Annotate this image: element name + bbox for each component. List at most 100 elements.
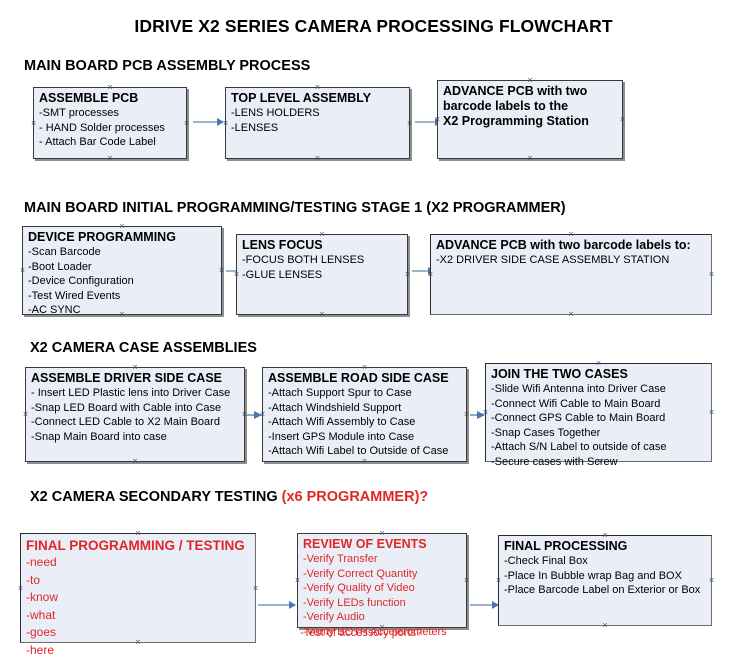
node-line: -Attach Windshield Support [268,401,402,414]
connector-handle-top[interactable] [595,360,602,367]
node-line: -Snap Cases Together [491,426,601,439]
connector-handle-top[interactable] [527,77,534,84]
node-title: ADVANCE PCB with two barcode labels to: [436,238,691,252]
connector-handle-bottom[interactable] [361,458,368,465]
node-join-the-two-cases[interactable]: JOIN THE TWO CASES -Slide Wifi Antenna i… [485,360,715,468]
connector-handle-bottom[interactable] [527,155,534,162]
connector-handle-top[interactable] [568,231,575,238]
page-title: IDRIVE X2 SERIES CAMERA PROCESSING FLOWC… [134,16,613,36]
node-line: -Device Configuration [28,275,134,287]
node-assemble-driver-side-case[interactable]: ASSEMBLE DRIVER SIDE CASE - Insert LED P… [25,367,245,462]
connector-handle-right[interactable] [708,271,715,278]
section-heading-4-red-text: (x6 PROGRAMMER)? [281,489,429,505]
node-line: -SMT processes [39,107,119,119]
connector-handle-left[interactable] [30,120,37,127]
node-line: -Verify Audio [303,611,365,623]
node-title: FINAL PROCESSING [504,539,628,553]
node-line: -LENS HOLDERS [231,107,320,119]
connector-handle-right[interactable] [404,271,411,278]
connector-handle-top[interactable] [135,530,142,537]
connector-handle-bottom[interactable] [107,155,114,162]
connector-handle-bottom[interactable] [314,155,321,162]
connector-handle-right[interactable] [708,577,715,584]
node-line: -here [26,642,55,657]
node-title: JOIN THE TWO CASES [491,367,628,381]
node-title: ASSEMBLE DRIVER SIDE CASE [31,371,223,385]
connector-handle-right[interactable] [708,409,715,416]
node-final-programming-testing[interactable]: FINAL PROGRAMMING / TESTING -need -to -k… [17,530,259,657]
connector-handle-top[interactable] [361,364,368,371]
arrow-road-side-to-join [470,410,485,419]
node-line: -LENSES [231,121,279,134]
node-line: -Verify Transfer [303,553,378,565]
node-line: -Secure cases with Screw [491,455,618,468]
node-line: -Verify Correct Quantity [303,567,418,580]
node-final-processing[interactable]: FINAL PROCESSING -Check Final Box -Place… [498,535,712,626]
node-line: -Boot Loader [28,260,92,273]
node-line: -Slide Wifi Antenna into Driver Case [491,383,666,395]
section-heading-3: X2 CAMERA CASE ASSEMBLIES [30,340,257,356]
connector-handle-bottom[interactable] [602,622,609,629]
section-heading-2: MAIN BOARD INITIAL PROGRAMMING/TESTING S… [24,200,566,216]
node-title: REVIEW OF EVENTS [303,537,427,551]
connector-handle-left[interactable] [233,271,240,278]
connector-handle-left[interactable] [22,411,29,418]
node-title-line-3: X2 Programming Station [443,114,589,128]
node-line: -Check Final Box [504,555,588,567]
node-line: - Insert LED Plastic lens into Driver Ca… [31,387,231,399]
node-line: -FOCUS BOTH LENSES [242,254,365,266]
node-line: -Snap LED Board with Cable into Case [31,401,222,414]
node-title: LENS FOCUS [242,238,323,252]
node-line: -Test Wired Events [28,289,121,302]
node-lens-focus[interactable]: LENS FOCUS -FOCUS BOTH LENSES -GLUE LENS… [236,234,408,315]
node-top-level-assembly[interactable]: TOP LEVEL ASSEMBLY -LENS HOLDERS -LENSES [225,87,410,159]
node-advance-pcb-to-x2-station[interactable]: ADVANCE PCB with two barcode labels to t… [437,80,623,159]
connector-handle-top[interactable] [379,530,386,537]
connector-handle-right[interactable] [183,120,190,127]
connector-handle-top[interactable] [602,532,609,539]
node-line: -what [26,607,56,622]
node-assemble-road-side-case[interactable]: ASSEMBLE ROAD SIDE CASE -Attach Support … [262,367,467,462]
node-line: -Attach Support Spur to Case [268,387,412,399]
connector-handle-bottom[interactable] [132,458,139,465]
node-title: FINAL PROGRAMMING / TESTING [26,538,245,553]
node-title: DEVICE PROGRAMMING [28,230,176,244]
node-line: -know [26,590,59,604]
section-heading-1: MAIN BOARD PCB ASSEMBLY PROCESS [24,58,310,74]
node-title: ASSEMBLE PCB [39,91,139,105]
node-line: -need [26,555,57,569]
arrow-pcb-to-top-level [193,118,224,125]
node-device-programming[interactable]: DEVICE PROGRAMMING -Scan Barcode -Boot L… [19,223,225,316]
connector-handle-bottom[interactable] [319,311,326,318]
node-review-of-events[interactable]: REVIEW OF EVENTS -Verify Transfer -Verif… [294,530,470,638]
node-line: -Scan Barcode [28,246,101,258]
connector-handle-right[interactable] [218,267,225,274]
node-line: -Insert GPS Module into Case [268,430,415,443]
node-title: ADVANCE PCB with two [443,84,588,98]
connector-handle-right[interactable] [406,120,413,127]
node-line: - HAND Solder processes [39,121,165,134]
connector-handle-right[interactable] [463,411,470,418]
node-advance-pcb-to-driver-case[interactable]: ADVANCE PCB with two barcode labels to: … [430,234,712,315]
connector-handle-right[interactable] [252,585,259,592]
connector-handle-top[interactable] [314,84,321,91]
connector-handle-right[interactable] [463,577,470,584]
connector-handle-top[interactable] [107,84,114,91]
node-line: - Attach Bar Code Label [39,136,156,148]
node-line: -Verify Quality of Video [303,582,415,594]
section-heading-4: X2 CAMERA SECONDARY TESTING (x6 PROGRAMM… [30,489,428,505]
connector-handle-left[interactable] [19,267,26,274]
connector-handle-top[interactable] [132,364,139,371]
node-line: -Place Barcode Label on Exterior or Box [504,584,701,596]
node-assemble-pcb[interactable]: ASSEMBLE PCB -SMT processes - HAND Solde… [33,87,187,159]
connector-handle-right[interactable] [619,116,626,123]
connector-handle-left[interactable] [294,577,301,584]
connector-handle-top[interactable] [119,223,126,230]
connector-handle-top[interactable] [319,231,326,238]
node-line: -Place In Bubble wrap Bag and BOX [504,569,682,582]
node-line: -goes [26,625,57,639]
connector-handle-left[interactable] [495,577,502,584]
connector-handle-bottom[interactable] [568,311,575,318]
node-line: -to [26,572,41,587]
connector-handle-left[interactable] [17,585,24,592]
